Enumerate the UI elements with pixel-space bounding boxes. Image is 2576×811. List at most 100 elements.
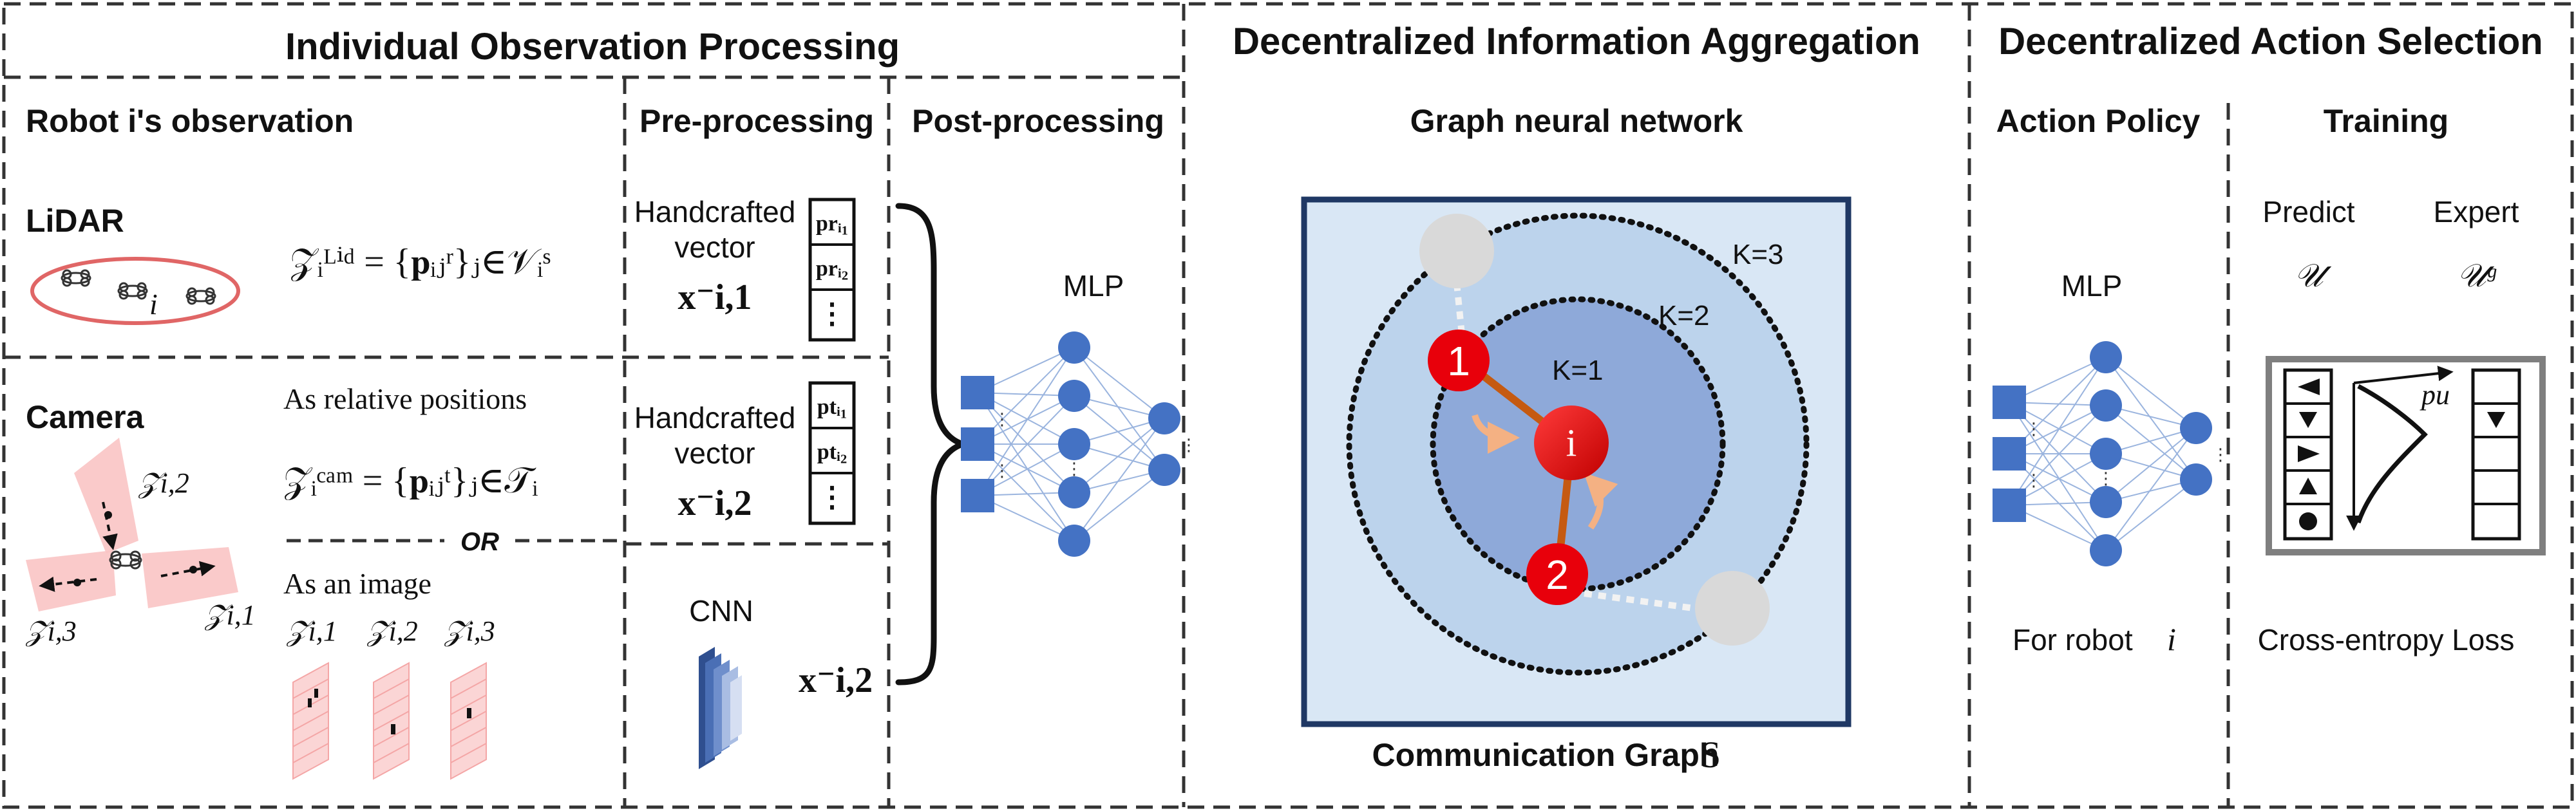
svg-text:⋮: ⋮: [818, 481, 846, 513]
gray-node-top: [1419, 214, 1494, 288]
mlp-node: [2090, 389, 2122, 422]
mlp-ellipsis: ⋮: [2025, 420, 2042, 439]
for-robot-symbol: i: [2167, 621, 2176, 657]
mlp-edge: [2105, 357, 2197, 480]
lidar-label: LiDAR: [26, 203, 124, 239]
mlp-edge: [2105, 357, 2197, 429]
mlp-node: [2090, 486, 2122, 518]
mlp-node: [1148, 454, 1180, 486]
mlp-ellipsis: ⋮: [994, 410, 1010, 429]
message-arrow-2: [1584, 472, 1618, 530]
mlp-node: [961, 427, 994, 461]
mlp-edge: [2009, 402, 2107, 551]
camera-robot-icon: [109, 550, 142, 570]
mlp-node: [1993, 489, 2026, 522]
mlp-edge: [1074, 418, 1165, 541]
camera-fov-views: [26, 438, 238, 611]
k2-label: K=2: [1658, 300, 1710, 331]
mlp-node: [1993, 386, 2026, 419]
expert-distribution: [2471, 368, 2521, 541]
edge-gray-2: [1584, 590, 1694, 611]
camera-relative-positions-label: As relative positions: [283, 382, 527, 415]
camera-image-2: [373, 662, 410, 780]
mlp-node: [961, 479, 994, 512]
action-mlp-label: MLP: [2061, 269, 2123, 303]
camera-view-label-3: 𝒵i,3: [25, 615, 77, 647]
action-mlp-network: ⋮ ⋮ ⋮ ⋮: [1993, 341, 2229, 566]
post-mlp-network: ⋮ ⋮ ⋮ ⋮: [961, 331, 1197, 557]
image-label-3: 𝒵i,3: [444, 615, 495, 647]
message-arrow-1: [1472, 414, 1520, 454]
mlp-node: [2090, 534, 2122, 566]
node-center-label: i: [1566, 422, 1577, 464]
observation-heading: Robot i's observation: [26, 103, 354, 139]
expert-symbol: 𝒰ᵍ: [2457, 257, 2497, 294]
mlp-node: [1148, 402, 1180, 434]
mlp-node: [1058, 525, 1090, 557]
mlp-ellipsis: ⋮: [1066, 460, 1083, 479]
svg-text:⋮: ⋮: [818, 298, 846, 330]
mlp-edge: [1074, 395, 1165, 471]
predict-distribution: [2283, 368, 2333, 541]
node-1: [1428, 330, 1490, 391]
lidar-range-ellipse: [30, 257, 240, 325]
lidar-robot-icons: [61, 269, 216, 305]
node-2: [1526, 543, 1588, 605]
mlp-edge: [1074, 418, 1165, 493]
probability-curve: [2346, 366, 2454, 531]
mlp-node: [1058, 380, 1090, 412]
mlp-edge: [2105, 479, 2197, 551]
cnn-vector: x⁻i,2: [799, 660, 873, 700]
k1-label: K=1: [1552, 355, 1604, 386]
mlp-node: [961, 376, 994, 409]
mlp-node: [1058, 331, 1090, 364]
training-heading: Training: [2324, 103, 2448, 139]
gray-node-bottom: [1695, 571, 1770, 646]
mlp-ellipsis: ⋮: [2212, 445, 2229, 465]
image-label-2: 𝒵i,2: [366, 615, 418, 647]
mlp-edge: [2105, 427, 2197, 503]
mlp-edge: [2009, 357, 2107, 506]
svg-text:prᵢ₂: prᵢ₂: [816, 257, 848, 281]
mlp-node: [1058, 428, 1090, 460]
expert-label: Expert: [2434, 195, 2519, 228]
svg-text:Handcrafted: Handcrafted: [634, 401, 796, 434]
mlp-ellipsis: ⋮: [2098, 469, 2114, 489]
camera-image-3: [450, 662, 487, 780]
svg-text:ptᵢ₁: ptᵢ₁: [817, 395, 847, 419]
predict-symbol: 𝒰: [2295, 257, 2332, 294]
svg-text:prᵢ₁: prᵢ₁: [816, 212, 848, 236]
mlp-edge: [1074, 347, 1165, 471]
k3-label: K=3: [1732, 239, 1784, 270]
mlp-ellipsis: ⋮: [1180, 436, 1197, 455]
camera-image-1: [292, 662, 329, 780]
svg-text:vector: vector: [674, 436, 755, 470]
mlp-node: [2180, 412, 2212, 444]
mlp-ellipsis: ⋮: [994, 461, 1010, 481]
section-title-individual: Individual Observation Processing: [285, 26, 900, 68]
mlp-edge: [2105, 405, 2197, 480]
lidar-formula: 𝒵ᵢᴸⁱᵈ = {𝐩ᵢⱼʳ}ⱼ∈𝒱ᵢˢ: [290, 242, 551, 282]
mlp-node: [1058, 476, 1090, 508]
cnn-icon: [699, 647, 742, 769]
predict-label: Predict: [2262, 195, 2354, 228]
post-mlp-label: MLP: [1063, 269, 1124, 303]
svg-text:vector: vector: [674, 230, 755, 264]
section-title-aggregation: Decentralized Information Aggregation: [1233, 21, 1920, 62]
postprocessing-heading: Post-processing: [912, 103, 1164, 139]
mlp-node: [2090, 341, 2122, 373]
mlp-edge: [2105, 427, 2197, 551]
image-label-1: 𝒵i,1: [286, 615, 337, 647]
camera-view-label-1: 𝒵i,1: [204, 599, 256, 631]
mlp-ellipsis: ⋮: [2025, 471, 2042, 490]
cnn-label: CNN: [689, 594, 753, 628]
mlp-node: [2090, 438, 2122, 470]
camera-view-label-2: 𝒵i,2: [138, 467, 189, 499]
svg-text:Handcrafted: Handcrafted: [634, 195, 796, 228]
graph-caption: Communication Graph: [1372, 737, 1719, 773]
loss-label: Cross-entropy Loss: [2258, 623, 2515, 657]
svg-text:x⁻i,1: x⁻i,1: [677, 277, 752, 317]
mlp-edge: [1074, 469, 1165, 541]
